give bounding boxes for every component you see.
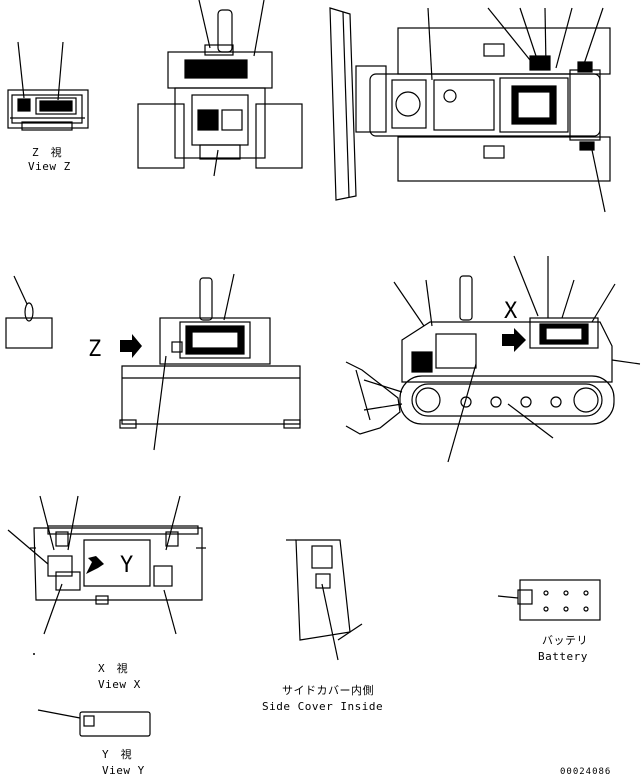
view-z-jp: Z 視: [32, 145, 62, 159]
top-view-machine: [329, 7, 611, 213]
arrow-x-icon: [502, 328, 526, 352]
side-cover-en: Side Cover Inside: [262, 700, 383, 713]
battery-en: Battery: [538, 650, 588, 663]
side-view-machine: [345, 255, 641, 463]
view-y-plate: [37, 709, 151, 737]
view-x-jp: X 視: [98, 661, 128, 675]
dot-mark: [33, 653, 35, 655]
view-x-en: View X: [98, 678, 141, 691]
callout-x: X: [504, 299, 518, 324]
front-view-machine: [119, 273, 301, 451]
view-y-jp: Y 視: [102, 747, 132, 761]
arrow-y-icon: [86, 556, 104, 574]
view-x-panel: [7, 495, 206, 635]
svg-text:KOMATSU: KOMATSU: [191, 66, 229, 76]
side-cover-jp: サイドカバー内側: [282, 683, 374, 697]
arrow-z-icon: [120, 334, 142, 358]
battery-jp: バッテリ: [542, 634, 588, 647]
battery-box: [497, 579, 601, 621]
figure-number: 00024086: [560, 767, 611, 777]
view-y-en: View Y: [102, 764, 145, 777]
view-z-en: View Z: [28, 160, 71, 173]
side-cover-panel: [286, 539, 363, 661]
callout-y: Y: [120, 553, 133, 578]
callout-z: Z: [88, 337, 101, 362]
label-plate: [5, 275, 53, 349]
rear-view-machine: KOMATSU: [137, 0, 303, 177]
view-z-machine: [7, 41, 89, 131]
